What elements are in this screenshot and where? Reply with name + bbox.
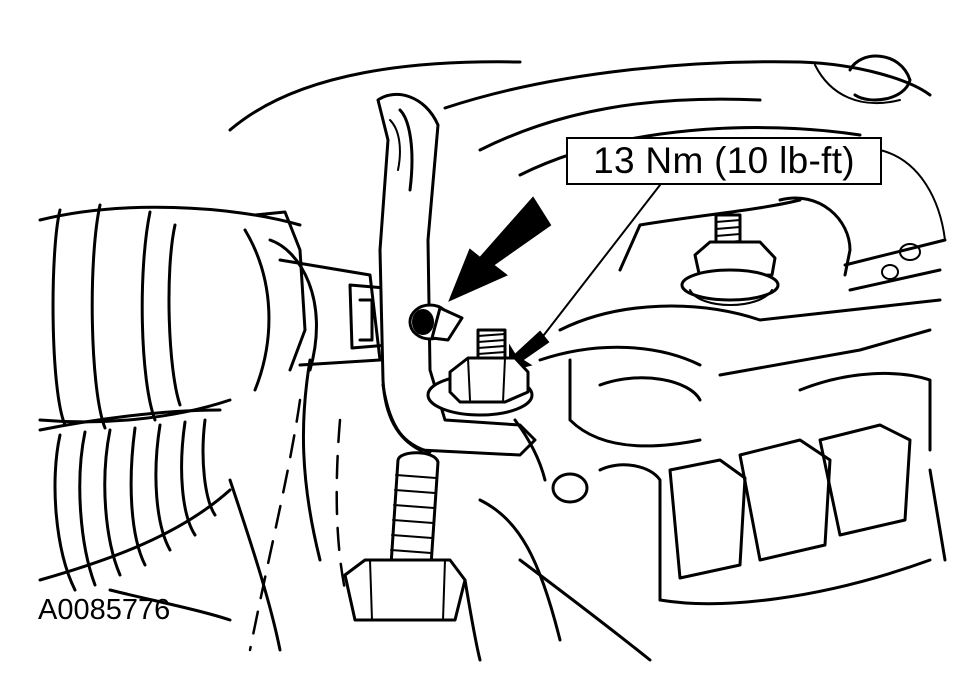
isolator-grommet	[408, 303, 464, 342]
pipe-clamp	[253, 210, 390, 372]
exhaust-pipe	[38, 203, 318, 430]
upper-housing-contours	[228, 54, 946, 241]
lower-stud	[343, 451, 467, 622]
figure-id-label: A0085776	[38, 594, 171, 626]
torque-callout: 13 Nm (10 lb-ft)	[566, 137, 882, 185]
transmission-housing	[478, 196, 947, 662]
frame-lines	[108, 358, 482, 662]
hidden-edges	[248, 398, 347, 652]
bellows-section	[38, 408, 232, 592]
large-arrow	[448, 196, 552, 302]
nut-and-stud	[426, 328, 534, 417]
callout-leader	[539, 184, 661, 341]
upper-right-stud	[680, 213, 780, 306]
hanger-bracket	[376, 92, 537, 457]
